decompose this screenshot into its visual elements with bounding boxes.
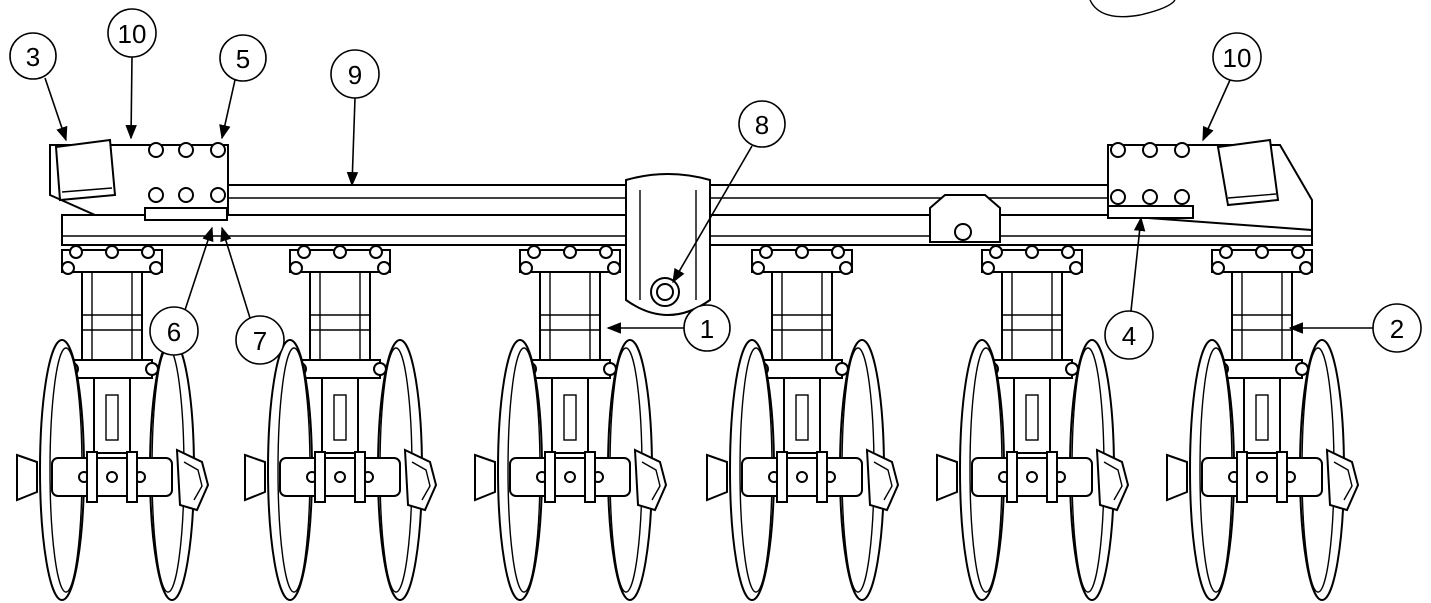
disc-unit-6 (1166, 245, 1360, 601)
callout-7: 7 (220, 226, 285, 365)
disc-units (16, 245, 1360, 601)
callout-bubble (683, 304, 731, 352)
callout-label: 7 (253, 326, 267, 356)
callout-2: 2 (1288, 303, 1422, 353)
callout-bubble (1372, 303, 1422, 353)
callout-bubble (149, 306, 199, 356)
callout-8: 8 (672, 100, 786, 284)
callout-label: 10 (1223, 43, 1252, 73)
leader-line (44, 77, 68, 142)
callout-3: 3 (9, 32, 68, 142)
center-hitch-bracket (625, 173, 711, 316)
disc-unit-1 (16, 245, 210, 601)
callout-label: 9 (348, 60, 362, 90)
callout-label: 1 (700, 314, 714, 344)
leader-line (184, 226, 214, 311)
callout-10: 10 (1202, 32, 1262, 142)
part-callouts: 3 10 5 9 8 10 6 7 1 4 2 (9, 8, 1422, 365)
callout-6: 6 (149, 226, 214, 356)
callout-label: 4 (1122, 321, 1136, 351)
callout-bubble (9, 32, 57, 80)
disc-unit-3 (474, 245, 668, 601)
callout-bubble (1212, 32, 1262, 82)
disc-unit-2 (244, 245, 438, 601)
left-end-clamp (49, 138, 229, 221)
callout-label: 3 (26, 42, 40, 72)
callout-bubble (219, 34, 267, 82)
leader-line (219, 79, 236, 140)
callout-label: 10 (118, 19, 147, 49)
leader-line (220, 226, 251, 319)
callout-bubble (738, 100, 786, 148)
callout-1: 1 (606, 304, 731, 352)
right-end-clamp (1107, 138, 1313, 232)
callout-label: 8 (755, 110, 769, 140)
end-plate-bolts (148, 142, 1190, 205)
disc-unit-4 (706, 245, 900, 601)
callout-5: 5 (219, 34, 267, 140)
callout-label: 5 (236, 44, 250, 74)
callout-bubble (107, 8, 157, 58)
callout-label: 6 (167, 317, 181, 347)
callout-bubble (330, 49, 380, 99)
callout-4: 4 (1104, 216, 1154, 360)
leader-line (125, 56, 137, 140)
disc-unit-5 (936, 245, 1130, 601)
detail-view-arc (1089, 0, 1176, 18)
leader-line (346, 97, 359, 187)
callout-label: 2 (1390, 314, 1404, 344)
beam-bracket (929, 194, 1001, 243)
callout-bubble (1104, 310, 1154, 360)
leader-line (1202, 79, 1231, 142)
callout-bubble (235, 315, 285, 365)
leader-line (672, 145, 753, 284)
leader-line (1130, 216, 1146, 312)
callout-10: 10 (107, 8, 157, 140)
callout-9: 9 (330, 49, 380, 187)
